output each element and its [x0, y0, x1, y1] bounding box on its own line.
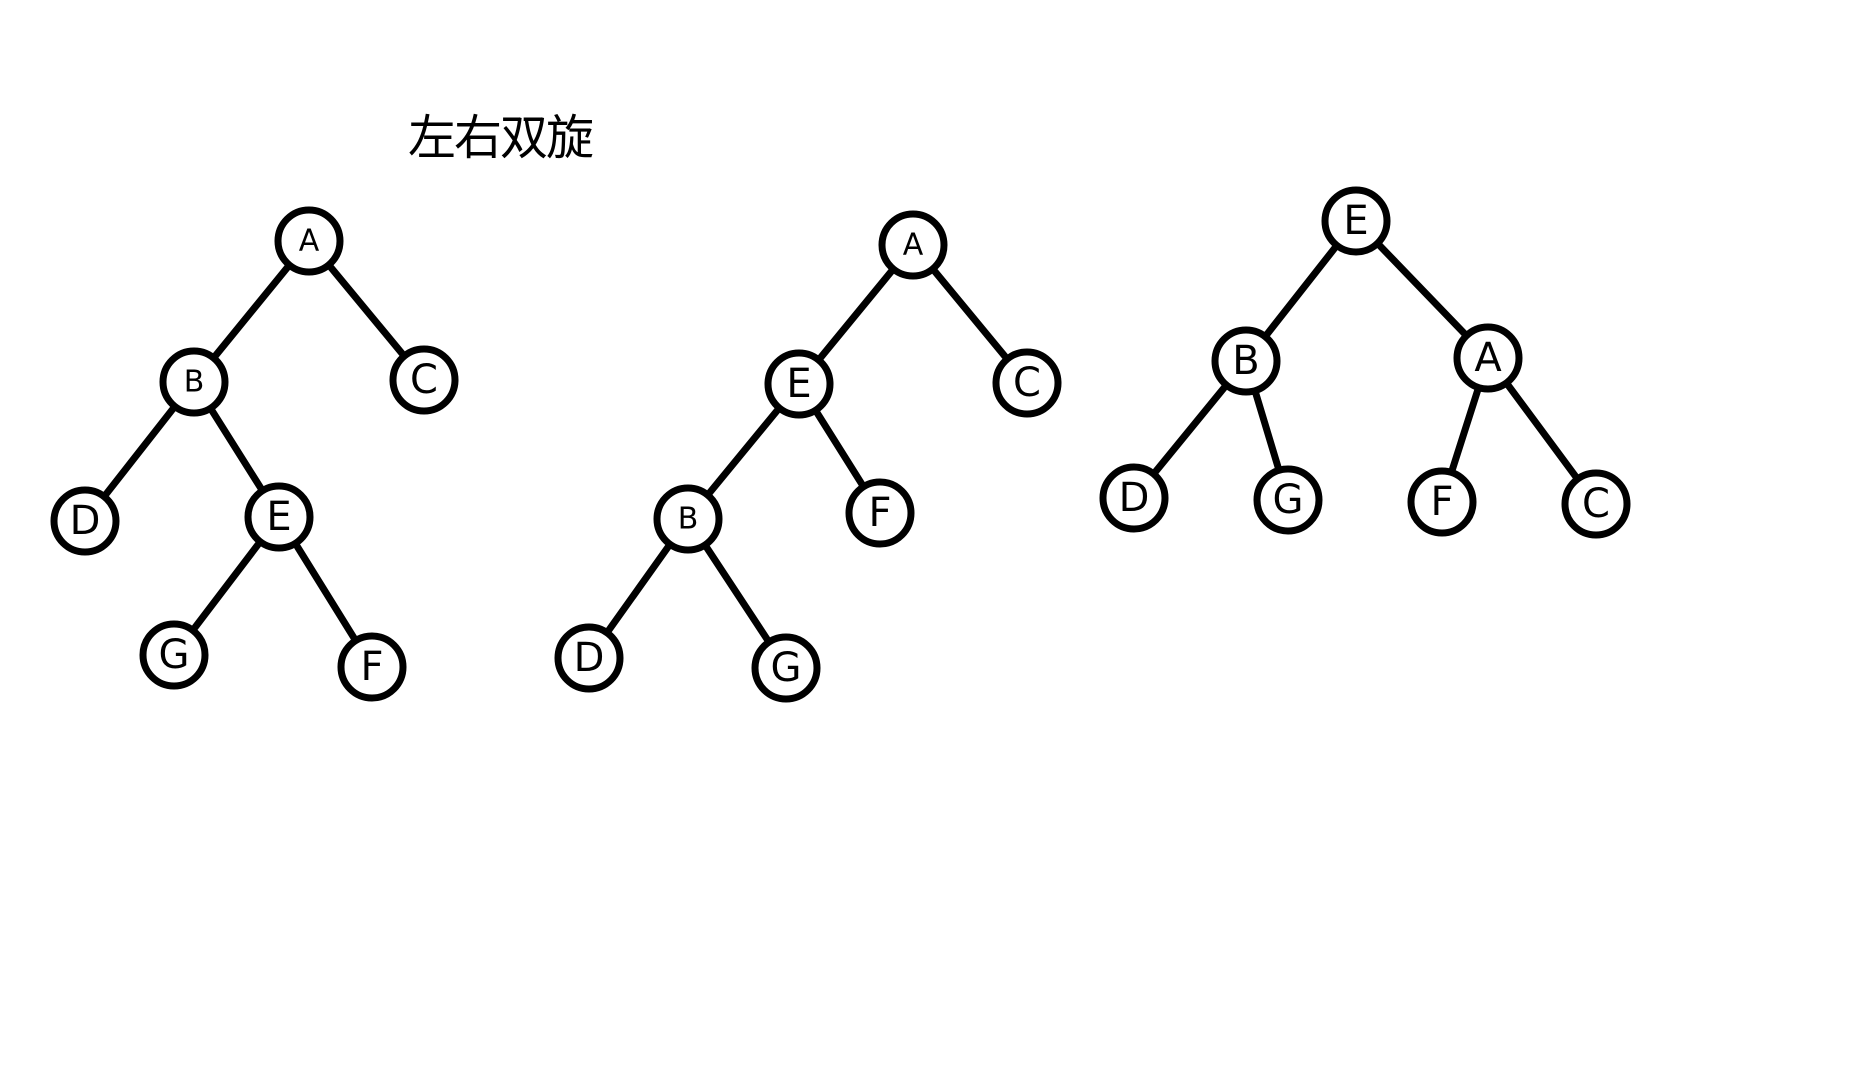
node-label: F: [868, 490, 891, 536]
tree-3: E B A D G F C: [1099, 186, 1631, 539]
node-circle: [244, 482, 314, 552]
node-F: F: [1407, 467, 1477, 537]
node-F: F: [337, 632, 407, 702]
node-D: D: [50, 486, 120, 556]
node-label: C: [1013, 360, 1041, 406]
node-label: C: [410, 357, 438, 403]
node-circle: [1321, 186, 1391, 256]
node-label: D: [1119, 475, 1150, 521]
node-circle: [1407, 467, 1477, 537]
edge-A-F: [1447, 384, 1483, 476]
edge-A-C: [929, 265, 1011, 363]
node-circle: [274, 206, 344, 276]
node-circle: [1099, 463, 1169, 533]
node-label: E: [1343, 198, 1368, 244]
edge-A-C: [1502, 379, 1582, 483]
node-label: B: [184, 365, 205, 400]
node-E: E: [1321, 186, 1391, 256]
node-G: G: [1253, 465, 1323, 535]
node-circle: [139, 620, 209, 690]
node-C: C: [992, 348, 1062, 418]
node-B: B: [1211, 326, 1281, 396]
node-E: E: [244, 482, 314, 552]
node-circle: [159, 347, 229, 417]
node-label: D: [574, 635, 605, 681]
node-E: E: [764, 349, 834, 419]
node-label: D: [70, 498, 101, 544]
node-label: A: [1474, 335, 1502, 381]
node-label: F: [1430, 479, 1453, 525]
edge-E-B: [704, 404, 783, 499]
node-circle: [337, 632, 407, 702]
node-circle: [1561, 469, 1631, 539]
edge-A-E: [815, 265, 897, 364]
node-circle: [50, 486, 120, 556]
node-G: G: [751, 633, 821, 703]
node-circle: [1211, 326, 1281, 396]
node-label: B: [1232, 338, 1259, 384]
node-circle: [653, 484, 723, 554]
node-B: B: [159, 347, 229, 417]
node-label: G: [1273, 477, 1304, 523]
node-D: D: [554, 623, 624, 693]
node-label: B: [678, 502, 699, 537]
node-label: E: [266, 494, 291, 540]
node-label: G: [159, 632, 190, 678]
node-F: F: [845, 478, 915, 548]
edge-B-E: [207, 404, 266, 495]
node-circle: [751, 633, 821, 703]
edge-E-F: [291, 539, 360, 645]
node-label: A: [299, 224, 320, 259]
node-A: A: [1453, 323, 1523, 393]
node-B: B: [653, 484, 723, 554]
node-circle: [845, 478, 915, 548]
node-label: A: [903, 228, 924, 263]
node-label: E: [786, 361, 811, 407]
node-C: C: [389, 345, 459, 415]
edge-B-D: [1150, 381, 1230, 478]
edge-B-D: [100, 402, 179, 501]
node-circle: [554, 623, 624, 693]
edge-E-B: [1261, 241, 1341, 341]
node-C: C: [1561, 469, 1631, 539]
node-A: A: [274, 206, 344, 276]
tree-2: A E C B F D G: [554, 210, 1062, 703]
node-circle: [992, 348, 1062, 418]
node-circle: [764, 349, 834, 419]
node-D: D: [1099, 463, 1169, 533]
tree-1: A B C D E G F: [50, 206, 459, 702]
node-label: C: [1582, 481, 1610, 527]
node-A: A: [878, 210, 948, 280]
edge-B-G: [701, 541, 773, 646]
node-G: G: [139, 620, 209, 690]
edge-A-C: [325, 261, 408, 360]
edge-E-A: [1374, 239, 1470, 340]
edge-B-D: [603, 540, 674, 637]
node-circle: [1453, 323, 1523, 393]
node-circle: [1253, 465, 1323, 535]
edge-B-G: [1251, 387, 1283, 474]
edge-A-B: [210, 261, 293, 362]
node-circle: [878, 210, 948, 280]
edge-E-F: [811, 406, 868, 491]
node-label: F: [360, 644, 383, 690]
edge-E-G: [189, 538, 264, 634]
page-title: 左右双旋: [408, 110, 594, 166]
node-circle: [389, 345, 459, 415]
node-label: G: [771, 645, 802, 691]
